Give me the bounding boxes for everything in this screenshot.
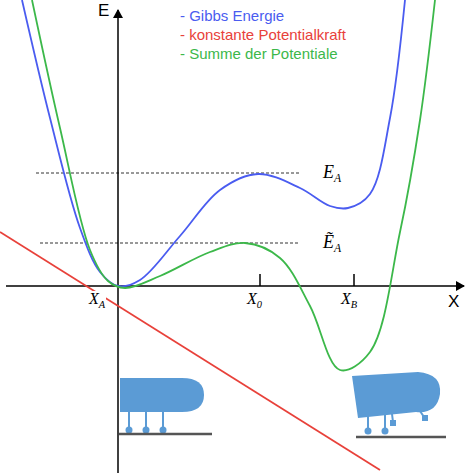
- force-line: [0, 232, 380, 470]
- axis-tick: [353, 274, 355, 286]
- legend-text: - Summe der Potentiale: [180, 45, 338, 62]
- axis-label: E: [97, 2, 110, 19]
- y-axis: [117, 10, 119, 473]
- legend-entry: - konstante Potentialkraft: [180, 25, 346, 44]
- sum-curve: [32, 0, 435, 370]
- legend: - Gibbs Energie - konstante Potentialkraf…: [180, 6, 346, 63]
- energy-label: EA: [322, 163, 342, 181]
- legend-text: - Gibbs Energie: [180, 7, 284, 24]
- axis-label: X: [447, 293, 460, 310]
- energy-label: ẼA: [322, 233, 342, 251]
- x-axis: [6, 285, 464, 287]
- barrier-level: [40, 243, 300, 244]
- legend-entry: - Gibbs Energie: [180, 6, 346, 25]
- position-label: XA: [88, 291, 106, 307]
- axis-tick: [259, 274, 261, 286]
- cell-detaching: [352, 372, 446, 437]
- cell-attached: [119, 378, 212, 434]
- position-label: X0: [246, 291, 263, 307]
- gibbs-curve: [22, 0, 405, 286]
- legend-text: - konstante Potentialkraft: [180, 26, 346, 43]
- position-label: XB: [340, 291, 358, 307]
- legend-entry: - Summe der Potentiale: [180, 44, 346, 63]
